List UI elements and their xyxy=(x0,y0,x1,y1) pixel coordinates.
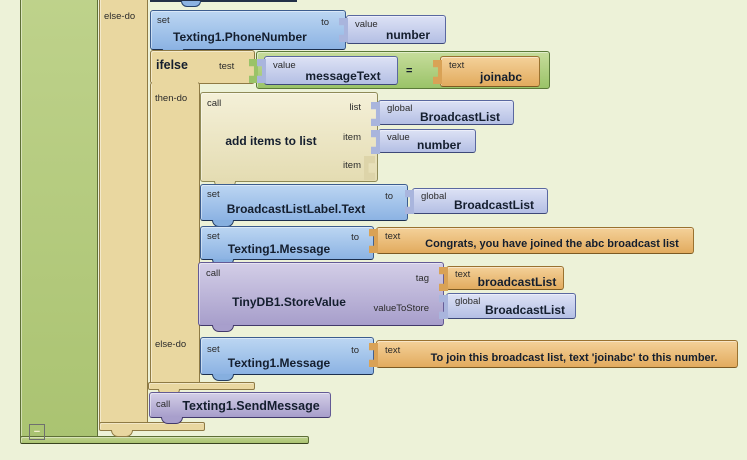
value-number-block[interactable]: value number xyxy=(339,15,446,44)
value-label: value xyxy=(387,132,410,143)
outer-ifelse-block[interactable] xyxy=(99,0,148,431)
block-title: Texting1.Message xyxy=(227,356,331,370)
else-do-label-outer: else-do xyxy=(104,11,136,22)
then-do-label: then-do xyxy=(155,93,188,104)
set-label: set xyxy=(157,15,170,26)
ifelse-label: ifelse xyxy=(156,58,188,72)
block-title: number xyxy=(416,138,461,152)
value-label: value xyxy=(273,60,296,71)
text-label: text xyxy=(385,231,401,242)
inner-ifelse-spine[interactable] xyxy=(150,82,200,390)
block-title: number xyxy=(385,28,430,42)
tag-arg-label: tag xyxy=(415,273,429,284)
block-title: Texting1.PhoneNumber xyxy=(173,30,307,44)
global-broadcastlist-block[interactable]: global BroadcastList xyxy=(405,188,548,214)
block-title: joinabc xyxy=(479,70,522,84)
valuetostore-arg-label: valueToStore xyxy=(373,303,429,314)
block-title: messageText xyxy=(305,69,381,83)
block-title: Congrats, you have joined the abc broadc… xyxy=(425,238,679,250)
call-tinydb-storevalue-block[interactable]: call TinyDB1.StoreValue tag valueToStore xyxy=(198,262,444,326)
connector-bump xyxy=(161,417,183,424)
text-join-instructions-block[interactable]: text To join this broadcast list, text '… xyxy=(369,340,738,368)
connector-bump xyxy=(212,325,234,332)
text-broadcastlist-block[interactable]: text broadcastList xyxy=(439,266,564,291)
when-event-block-body[interactable] xyxy=(20,0,98,444)
block-title: BroadcastList xyxy=(453,198,535,212)
text-congrats-block[interactable]: text Congrats, you have joined the abc b… xyxy=(369,227,694,254)
value-messagetext-block[interactable]: value messageText xyxy=(257,56,398,85)
set-texting-phonenumber-block[interactable]: set Texting1.PhoneNumber to xyxy=(150,10,346,50)
set-broadcastlistlabel-text-block[interactable]: set BroadcastListLabel.Text to xyxy=(200,184,408,221)
collapse-icon: − xyxy=(33,425,41,438)
block-title: BroadcastList xyxy=(484,303,566,317)
connector-bump xyxy=(111,430,133,437)
to-label: to xyxy=(351,345,359,356)
block-title: Texting1.Message xyxy=(227,242,331,256)
seam-patch xyxy=(152,80,198,86)
clipped-block-above-edge xyxy=(150,0,297,2)
call-texting-sendmessage-block[interactable]: call Texting1.SendMessage xyxy=(149,392,331,418)
global-broadcastlist-block[interactable]: global BroadcastList xyxy=(371,100,514,126)
block-title: BroadcastListLabel.Text xyxy=(226,202,366,216)
set-label: set xyxy=(207,344,220,355)
block-title: To join this broadcast list, text 'joina… xyxy=(430,352,718,364)
equals-sign: = xyxy=(406,65,413,77)
set-label: set xyxy=(207,189,220,200)
item-arg-label: item xyxy=(343,160,361,171)
list-arg-label: list xyxy=(349,102,361,113)
inner-ifelse-bottom-arm[interactable] xyxy=(148,382,255,390)
set-texting-message-block[interactable]: set Texting1.Message to xyxy=(200,337,374,375)
set-label: set xyxy=(207,231,220,242)
global-broadcastlist-block[interactable]: global BroadcastList xyxy=(439,293,576,319)
text-label: text xyxy=(385,345,401,356)
call-label: call xyxy=(156,399,171,410)
block-title: Texting1.SendMessage xyxy=(182,399,320,413)
outer-ifelse-bottom-arm[interactable] xyxy=(99,422,205,431)
inner-ifelse-header[interactable] xyxy=(150,50,255,84)
text-label: text xyxy=(449,60,465,71)
value-number-block[interactable]: value number xyxy=(371,129,476,154)
text-label: text xyxy=(455,269,471,280)
global-label: global xyxy=(421,191,447,202)
else-do-label-inner: else-do xyxy=(155,339,187,350)
to-label: to xyxy=(321,17,329,28)
block-title: BroadcastList xyxy=(419,110,501,124)
block-title: TinyDB1.StoreValue xyxy=(232,295,346,309)
add-items-to-list-block[interactable]: call add items to list list item item xyxy=(200,92,378,182)
call-label: call xyxy=(206,268,221,279)
connector-bump xyxy=(212,374,234,381)
collapse-toggle[interactable]: − xyxy=(29,424,45,440)
to-label: to xyxy=(385,191,393,202)
call-label: call xyxy=(207,98,222,109)
connector-bump xyxy=(181,1,201,7)
value-label: value xyxy=(355,19,378,30)
set-texting-message-block[interactable]: set Texting1.Message to xyxy=(200,226,374,260)
block-title: add items to list xyxy=(225,134,317,148)
global-label: global xyxy=(455,296,481,307)
global-label: global xyxy=(387,103,413,114)
test-label: test xyxy=(219,61,235,72)
block-title: broadcastList xyxy=(477,275,557,289)
item-arg-label: item xyxy=(343,132,361,143)
when-event-block-bottom[interactable] xyxy=(20,436,309,444)
text-joinabc-block[interactable]: text joinabc xyxy=(433,56,540,87)
to-label: to xyxy=(351,232,359,243)
